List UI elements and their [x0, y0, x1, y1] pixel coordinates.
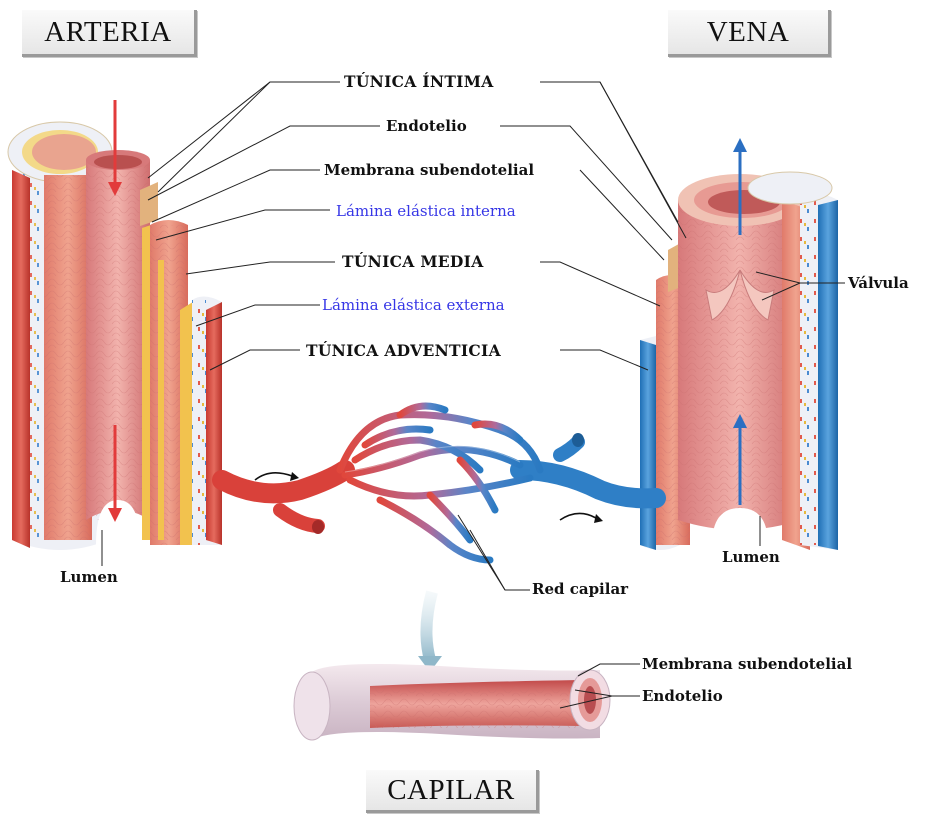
label-red-capilar: Red capilar [532, 580, 628, 598]
label-lumen-vein: Lumen [722, 548, 780, 566]
artery-illustration [8, 100, 222, 550]
label-lamina-elastica-externa: Lámina elástica externa [322, 296, 505, 314]
capillary-network [222, 406, 656, 560]
label-tunica-media: TÚNICA MEDIA [342, 252, 484, 271]
capillary-cross-section [294, 592, 610, 740]
capillary-title: CAPILAR [366, 770, 539, 813]
label-tunica-intima: TÚNICA ÍNTIMA [344, 72, 494, 91]
label-capillary-endotelio: Endotelio [642, 687, 723, 705]
label-membrana-subendotelial: Membrana subendotelial [324, 161, 534, 179]
label-lumen-artery: Lumen [60, 568, 118, 586]
label-capillary-membrana: Membrana subendotelial [642, 655, 852, 673]
label-lamina-elastica-interna: Lámina elástica interna [336, 202, 516, 220]
label-tunica-adventicia: TÚNICA ADVENTICIA [306, 341, 501, 360]
vein-title: VENA [668, 10, 831, 57]
label-endotelio: Endotelio [386, 117, 467, 135]
vein-illustration [640, 138, 838, 550]
label-valvula: Válvula [848, 274, 909, 292]
artery-title: ARTERIA [22, 10, 197, 57]
